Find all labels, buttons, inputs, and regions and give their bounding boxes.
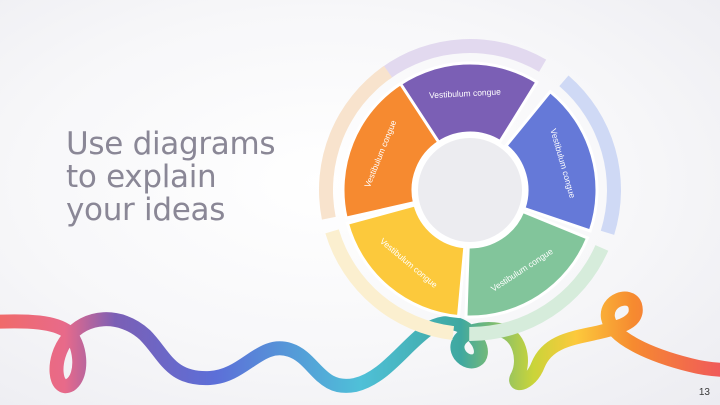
slide-title: Use diagrams to explain your ideas: [66, 126, 276, 228]
ribbon-path: [0, 291, 720, 393]
title-line: to explain: [66, 159, 217, 195]
diagram-segment[interactable]: [345, 203, 467, 319]
diagram-segment[interactable]: [464, 209, 590, 319]
outer-ring-segment: [318, 65, 393, 220]
outer-ring-segment: [559, 75, 621, 235]
segment-label: Vestibulum congue: [429, 86, 502, 100]
title-line: your ideas: [66, 192, 226, 228]
outer-ring-segment: [469, 245, 609, 341]
outer-ring-segment: [325, 229, 455, 340]
diagram-segment[interactable]: [341, 81, 441, 220]
diagram-segment[interactable]: [503, 89, 599, 233]
title-line: Use diagrams: [66, 126, 276, 162]
diagram-center: [414, 134, 526, 246]
page-number: 13: [698, 387, 710, 398]
outer-ring-segment: [380, 38, 547, 80]
